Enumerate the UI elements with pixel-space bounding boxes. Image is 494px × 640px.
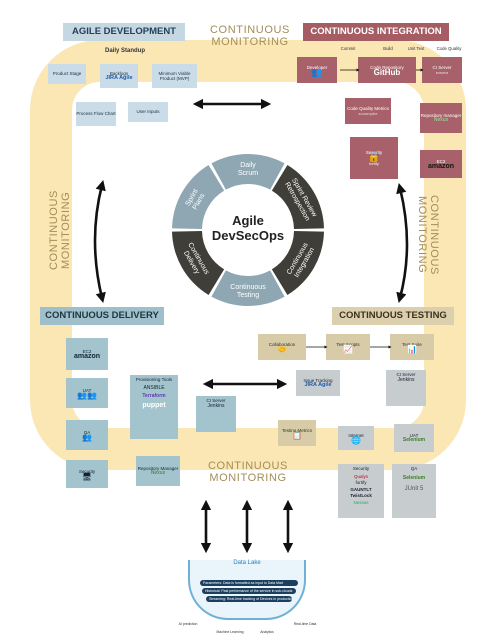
globe-icon: 🌐 — [351, 436, 361, 445]
fortify-logo: fortify — [369, 160, 379, 166]
continuous-testing-title: CONTINUOUS TESTING — [332, 307, 454, 325]
arrow-ci-ct — [396, 182, 409, 304]
nexus-logo-cd: Nexus — [150, 470, 166, 476]
junit5-logo: JUnit 5 — [404, 486, 424, 492]
agile-development-title: AGILE DEVELOPMENT — [63, 23, 185, 41]
jira-logo: JIRA Agile — [105, 75, 133, 81]
datalake-analytics: Analytics — [260, 630, 274, 634]
data-lake: Parameters: Data is formatted as input t… — [188, 560, 306, 620]
metrics-icon: 📋 — [292, 431, 302, 440]
data-lake-row: Parameters: Data is formatted as input t… — [200, 580, 298, 586]
amazon-logo: amazon — [427, 163, 455, 170]
continuous-integration-title: CONTINUOUS INTEGRATION — [303, 23, 449, 41]
continuous-delivery-title: CONTINUOUS DELIVERY — [40, 307, 164, 325]
agile-devsecops-title: Agile DevSecOps — [211, 213, 285, 243]
security-box: Security🔒fortify — [350, 137, 398, 179]
build-label: Build — [383, 46, 393, 51]
selenium-logo-qa: Selenium — [402, 474, 426, 481]
jenkins-logo-ct: Jenkins — [397, 376, 415, 383]
mvp-box: Minimum Viable Product (MVP) — [152, 64, 197, 88]
wheel-center — [204, 186, 292, 274]
nessus-logo: Nessus — [353, 499, 369, 505]
test-scripts-box: Test Scripts📈 — [326, 334, 370, 360]
developer-icon: 👥 — [311, 67, 323, 77]
ansible-logo: ANSIBLE — [143, 384, 165, 391]
testing-metrics-box: Testing Metrics📋 — [278, 420, 316, 446]
selenium-logo-ct: Selenium — [402, 437, 426, 443]
internet-box: Internet🌐 — [338, 426, 374, 450]
collaboration-box: Collaboration🤝 — [258, 334, 306, 360]
jenkins-logo-cd: Jenkins — [207, 402, 225, 409]
nexus-logo: Nexus — [433, 117, 449, 123]
jira-logo-ct: JIRA Agile — [304, 382, 332, 388]
product-stage-box: Product Stage — [48, 64, 86, 84]
wheel-segment — [271, 165, 324, 229]
monitoring-label-bottom: CONTINUOUS MONITORING — [208, 460, 288, 484]
developer-box: Developer👥 — [297, 57, 337, 83]
qualys-logo: Qualys — [353, 473, 368, 479]
handshake-icon: 🤝 — [277, 345, 287, 354]
code-quality-label: Code Quality — [436, 46, 462, 51]
wheel-segment — [211, 154, 285, 190]
twistlock-logo: TwistLock — [350, 493, 372, 498]
monitoring-label-top: CONTINUOUS MONITORING — [210, 24, 290, 48]
ci-server-box: CI Server▭▭▭ — [422, 57, 462, 83]
github-logo: GitHub — [373, 68, 401, 77]
wheel-segment — [172, 231, 225, 295]
fortify-logo-ct: fortify — [355, 480, 367, 485]
lock-icon: 🔒 — [367, 152, 381, 164]
wheel-segment — [211, 270, 285, 306]
user-inputs-box: User Inputs — [128, 102, 168, 122]
users-icon: 👥👥 — [77, 391, 97, 400]
terraform-logo: Terraform — [142, 393, 166, 399]
monitoring-label-right: CONTINUOUS MONITORING — [416, 195, 440, 275]
security-box-ct: Security Qualys fortify GAUNTLT TwistLoc… — [338, 464, 384, 518]
security-box-cd: Security🖥 — [66, 460, 108, 488]
data-lake-row: Streaming: Real-time tracking of Devices… — [206, 596, 292, 602]
datalake-real-time-data: Real-time Data — [293, 622, 317, 626]
test-suite-box: Test Suite📊 — [390, 334, 434, 360]
commit-label: Commit — [340, 46, 356, 51]
provisioning-tools-box: Provisioning Tools ANSIBLE Terraform pup… — [130, 375, 178, 439]
qa-box-ct: QA Selenium JUnit 5 — [392, 464, 436, 518]
wheel-segment — [271, 231, 324, 295]
datalake-ai-prediction: AI prediction — [178, 622, 198, 626]
suite-icon: 📊 — [407, 345, 417, 354]
amazon-logo-cd: amazon — [73, 353, 101, 360]
puppet-logo: puppet — [142, 401, 166, 409]
datalake-machine-learning: Machine Learning — [216, 630, 244, 634]
arrow-agile-cd — [93, 179, 106, 304]
sonarqube-logo: sonarqube — [358, 111, 378, 116]
data-lake-row: Historical: Past performance of the serv… — [202, 588, 296, 594]
process-flow-chart-box: Process Flow Chart — [76, 102, 116, 126]
gauntlt-logo: GAUNTLT — [350, 486, 372, 492]
uat-box-cd: UAT👥👥 — [66, 378, 108, 408]
team-icon: 👥 — [82, 433, 92, 442]
monitor-icon: 🖥 — [81, 472, 93, 481]
scripts-icon: 📈 — [343, 345, 353, 354]
unit-test-label: Unit Test — [407, 46, 425, 51]
server-icon: ▭▭▭ — [435, 70, 449, 75]
daily-standup-label: Daily Standup — [104, 48, 145, 54]
data-lake-title: Data Lake — [233, 560, 261, 566]
wheel-segment — [172, 165, 225, 229]
qa-box-cd: QA👥 — [66, 420, 108, 450]
